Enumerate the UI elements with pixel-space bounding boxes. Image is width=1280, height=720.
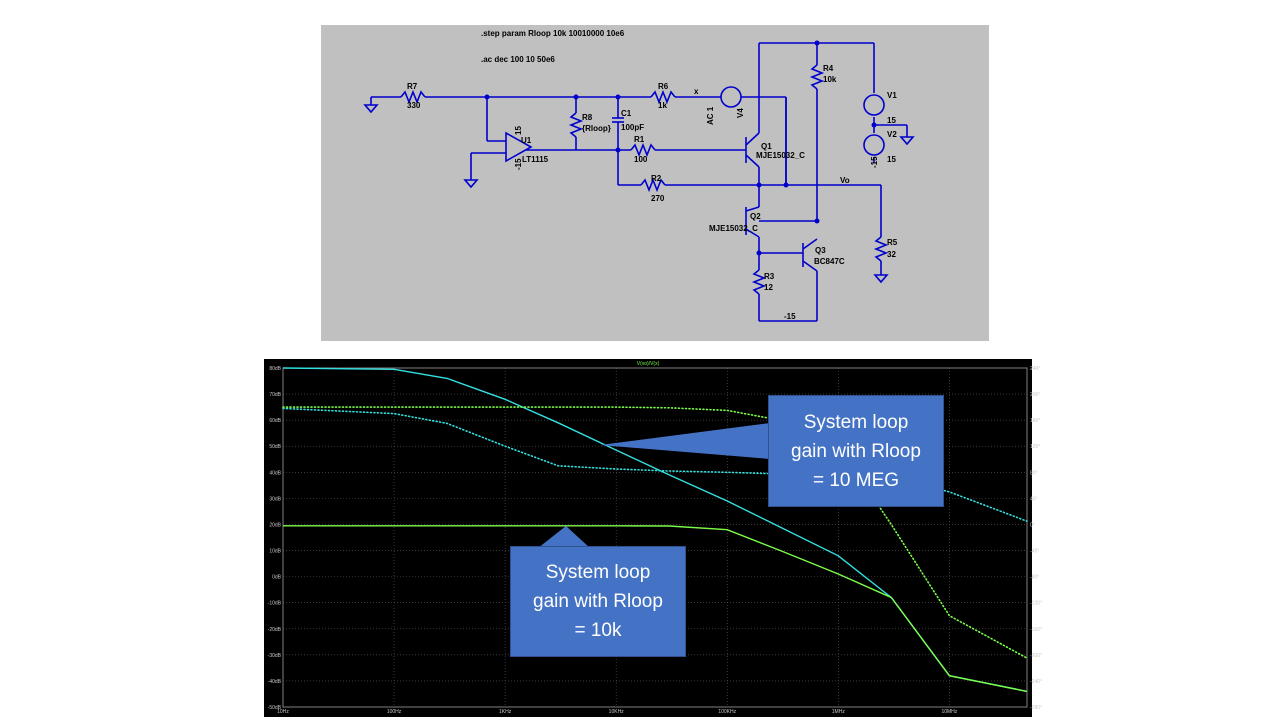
- spice-directive-step: .step param Rloop 10k 10010000 10e6: [481, 29, 625, 38]
- label-r5-ref: R5: [887, 238, 898, 247]
- y-right-tick-label: -200°: [1030, 653, 1042, 659]
- y-right-tick-label: -240°: [1030, 679, 1042, 685]
- label-r8-ref: R8: [582, 113, 593, 122]
- y-left-tick-label: 0dB: [272, 575, 282, 581]
- schematic-diagram: .step param Rloop 10k 10010000 10e6 .ac …: [363, 29, 915, 322]
- label-v2-ref: V2: [887, 130, 897, 139]
- y-left-tick-label: -30dB: [268, 653, 282, 659]
- label-r2-value: 270: [651, 194, 665, 203]
- y-left-tick-label: 10dB: [269, 549, 281, 555]
- label-q1-value: MJE15032_C: [756, 151, 805, 160]
- label-v4-ref: V4: [736, 108, 745, 118]
- callout-box-10meg: System loop gain with Rloop = 10 MEG: [768, 395, 944, 507]
- y-right-tick-label: 240°: [1030, 366, 1040, 372]
- plot-axes: 80dB 70dB 60dB 50dB 40dB 30dB 20dB 10dB 0dB -10dB…: [268, 366, 1042, 715]
- x-tick-label: 1MHz: [832, 709, 846, 715]
- label-r7-value: 330: [407, 101, 421, 110]
- x-tick-label: 10MHz: [941, 709, 957, 715]
- callout-pointer-10k: [538, 526, 590, 548]
- y-left-tick-label: -50dB: [268, 705, 282, 711]
- label-r5-value: 32: [887, 250, 896, 259]
- x-tick-label: 100KHz: [718, 709, 736, 715]
- y-right-tick-label: 0°: [1030, 522, 1035, 528]
- y-left-tick-label: 60dB: [269, 418, 281, 424]
- plot-title: V(vo)/V(x): [637, 361, 660, 367]
- spice-directive-ac: .ac dec 100 10 50e6: [481, 55, 555, 64]
- y-right-tick-label: -120°: [1030, 601, 1042, 607]
- label-q3-value: BC847C: [814, 257, 845, 266]
- callout-pointer-10meg: [600, 423, 770, 459]
- label-r3-ref: R3: [764, 272, 775, 281]
- label-r6-value: 1k: [658, 101, 667, 110]
- y-right-tick-label: 80°: [1030, 470, 1038, 476]
- label-c1-ref: C1: [621, 109, 632, 118]
- series-phase-10k: [282, 406, 1028, 659]
- label-r6-ref: R6: [658, 82, 669, 91]
- callout-text-10k: System loop gain with Rloop = 10k: [533, 562, 663, 641]
- label-r1-ref: R1: [634, 135, 645, 144]
- y-right-tick-label: -160°: [1030, 627, 1042, 633]
- schematic-panel: .step param Rloop 10k 10010000 10e6 .ac …: [321, 25, 989, 341]
- y-left-tick-label: 50dB: [269, 444, 281, 450]
- label-c1-value: 100pF: [621, 123, 644, 132]
- label-q3-ref: Q3: [815, 246, 826, 255]
- y-left-tick-label: 30dB: [269, 496, 281, 502]
- label-u1-pin-bottom: -15: [514, 158, 523, 170]
- label-r1-value: 100: [634, 155, 648, 164]
- label-v2-value: 15: [887, 155, 896, 164]
- x-tick-label: 1KHz: [499, 709, 512, 715]
- y-right-tick-label: 120°: [1030, 444, 1040, 450]
- y-left-tick-label: 80dB: [269, 366, 281, 372]
- series-mag-10k: [283, 525, 1028, 693]
- y-left-tick-label: 40dB: [269, 470, 281, 476]
- y-left-tick-label: -20dB: [268, 627, 282, 633]
- y-left-tick-label: 70dB: [269, 392, 281, 398]
- label-q2-value: MJE15032_C: [709, 224, 758, 233]
- callout-10k: System loop gain with Rloop = 10k: [510, 526, 686, 657]
- label-v1-ref: V1: [887, 91, 897, 100]
- y-left-tick-label: -10dB: [268, 601, 282, 607]
- y-right-tick-label: -280°: [1030, 705, 1042, 711]
- net-label-neg15: -15: [784, 312, 796, 321]
- label-u1-value: LT1115: [522, 155, 549, 164]
- label-v4-value: AC 1: [706, 106, 715, 125]
- y-right-tick-label: 160°: [1030, 418, 1040, 424]
- label-r3-value: 12: [764, 283, 773, 292]
- y-right-tick-label: 200°: [1030, 392, 1040, 398]
- x-tick-label: 10Hz: [277, 709, 289, 715]
- callout-text-10meg: System loop gain with Rloop = 10 MEG: [791, 411, 921, 491]
- x-tick-label: 10KHz: [609, 709, 625, 715]
- y-left-tick-label: 20dB: [269, 522, 281, 528]
- y-right-tick-label: 40°: [1030, 496, 1038, 502]
- label-r8-value: {Rloop}: [582, 124, 611, 133]
- label-v1-value: 15: [887, 116, 896, 125]
- net-label-vo: Vo: [840, 176, 850, 185]
- y-right-tick-label: -80°: [1030, 575, 1039, 581]
- net-label-x: x: [694, 87, 699, 96]
- label-r7-ref: R7: [407, 82, 418, 91]
- x-tick-label: 100Hz: [387, 709, 402, 715]
- label-q2-ref: Q2: [750, 212, 761, 221]
- label-r4-value: 10k: [823, 75, 837, 84]
- label-u1-pin-top: 15: [514, 126, 523, 135]
- label-r2-ref: R2: [651, 174, 662, 183]
- label-q1-ref: Q1: [761, 142, 772, 151]
- callout-box-10k: System loop gain with Rloop = 10k: [510, 546, 686, 657]
- y-right-tick-label: -40°: [1030, 549, 1039, 555]
- label-r4-ref: R4: [823, 64, 834, 73]
- y-left-tick-label: -40dB: [268, 679, 282, 685]
- plot-frame: [282, 367, 1028, 708]
- label-v2-pin-minus: -15: [870, 156, 879, 168]
- label-u1-ref: U1: [521, 136, 532, 145]
- callout-10meg: System loop gain with Rloop = 10 MEG: [600, 395, 944, 507]
